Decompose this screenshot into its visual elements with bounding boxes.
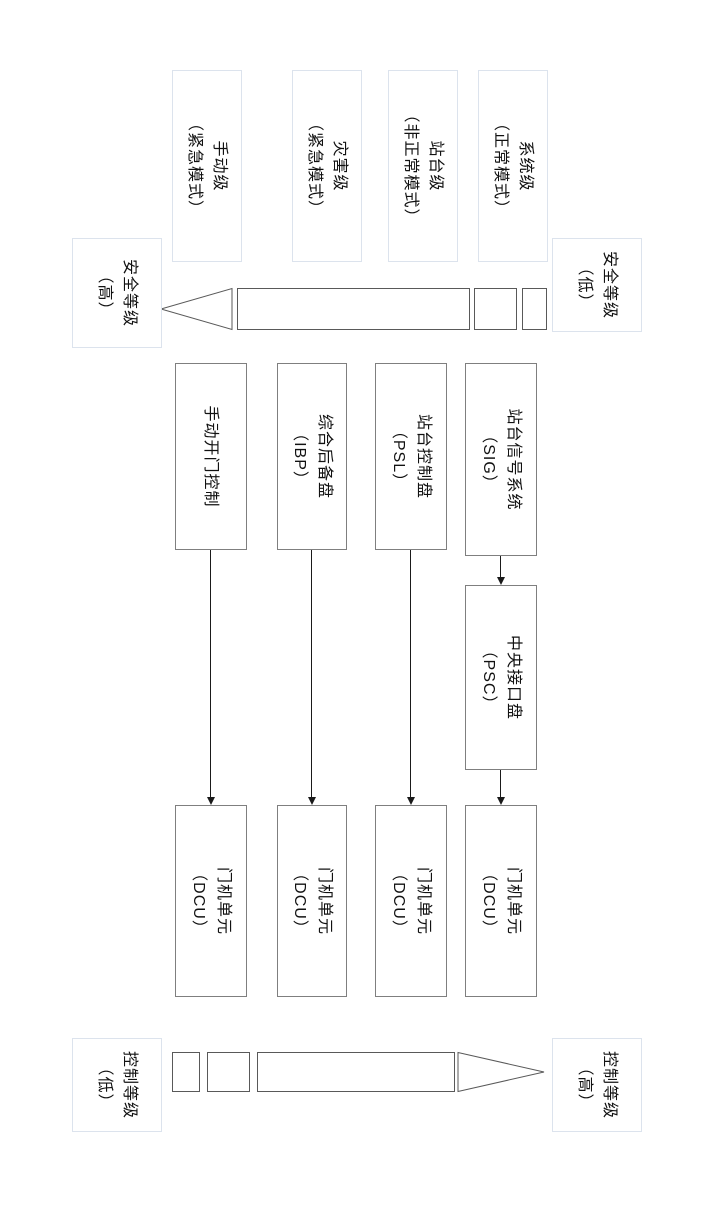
node-central-interface-panel-psc: 中央接口盘 （PSC） (465, 585, 537, 770)
node-abbr: （DCU） (291, 865, 308, 937)
node-dcu-row-station: 门机单元 （DCU） (375, 805, 447, 997)
flow-arrow-psl-to-dcu (406, 550, 416, 805)
level-label-system: 系统级 （正常模式） (478, 70, 548, 262)
node-manual-door-open-control: 手动开门控制 (175, 363, 247, 550)
node-title: 中央接口盘 (505, 634, 522, 720)
axis-arrowhead-icon (159, 287, 233, 331)
axis-extreme: （高） (576, 1059, 593, 1111)
safety-axis-low-label: 安全等级 （低） (552, 238, 642, 332)
level-name: 手动级 (211, 140, 228, 192)
node-abbr: （DCU） (390, 865, 407, 937)
flow-arrow-sig-to-psc (496, 556, 506, 585)
node-integrated-backup-panel-ibp: 综合后备盘 （IBP） (277, 363, 347, 550)
level-mode: （正常模式） (492, 114, 509, 217)
node-station-signal-system-sig: 站台信号系统 （SIG） (465, 363, 537, 556)
flow-arrow-manual-to-dcu (206, 550, 216, 805)
axis-extreme: （低） (96, 1059, 113, 1111)
level-name: 站台级 (427, 140, 444, 192)
level-label-station: 站台级 （非正常模式） (388, 70, 458, 262)
node-abbr: （IBP） (291, 425, 308, 488)
node-dcu-row-manual: 门机单元 （DCU） (175, 805, 247, 997)
axis-segment (207, 1052, 250, 1092)
node-title: 门机单元 (505, 866, 522, 935)
node-title: 站台控制盘 (415, 413, 432, 499)
node-dcu-row-disaster: 门机单元 （DCU） (277, 805, 347, 997)
control-axis-low-label: 控制等级 （低） (72, 1038, 162, 1132)
axis-shaft (237, 288, 470, 330)
safety-level-axis-arrow (159, 287, 547, 331)
level-name: 系统级 (517, 140, 534, 192)
flow-arrow-ibp-to-dcu (307, 550, 317, 805)
axis-segment (522, 288, 547, 330)
axis-segment (172, 1052, 200, 1092)
axis-shaft (257, 1052, 455, 1092)
axis-arrowhead-icon (457, 1051, 545, 1093)
axis-extreme: （低） (576, 259, 593, 311)
node-abbr: （PSL） (390, 422, 407, 491)
node-abbr: （PSC） (480, 642, 497, 713)
node-title: 门机单元 (215, 866, 232, 935)
axis-extreme: （高） (96, 267, 113, 319)
control-axis-high-label: 控制等级 （高） (552, 1038, 642, 1132)
level-mode: （非正常模式） (402, 106, 419, 226)
axis-title: 控制等级 (601, 1050, 618, 1119)
node-title: 门机单元 (316, 866, 333, 935)
safety-axis-high-label: 安全等级 （高） (72, 238, 162, 348)
node-abbr: （DCU） (480, 865, 497, 937)
axis-title: 控制等级 (121, 1050, 138, 1119)
axis-segment (474, 288, 517, 330)
level-name: 灾害级 (331, 140, 348, 192)
flow-arrow-psc-to-dcu (496, 770, 506, 805)
axis-title: 安全等级 (601, 250, 618, 319)
axis-title: 安全等级 (121, 258, 138, 327)
node-abbr: （SIG） (480, 427, 497, 492)
control-level-axis-arrow (172, 1051, 545, 1093)
level-mode: （紧急模式） (186, 114, 203, 217)
node-title: 门机单元 (415, 866, 432, 935)
node-abbr: （DCU） (190, 865, 207, 937)
node-title: 站台信号系统 (505, 408, 522, 511)
level-mode: （紧急模式） (306, 114, 323, 217)
level-label-disaster: 灾害级 （紧急模式） (292, 70, 362, 262)
node-dcu-row-system: 门机单元 （DCU） (465, 805, 537, 997)
node-title: 手动开门控制 (202, 405, 220, 508)
level-label-manual: 手动级 （紧急模式） (172, 70, 242, 262)
node-platform-control-panel-psl: 站台控制盘 （PSL） (375, 363, 447, 550)
node-title: 综合后备盘 (316, 413, 333, 499)
